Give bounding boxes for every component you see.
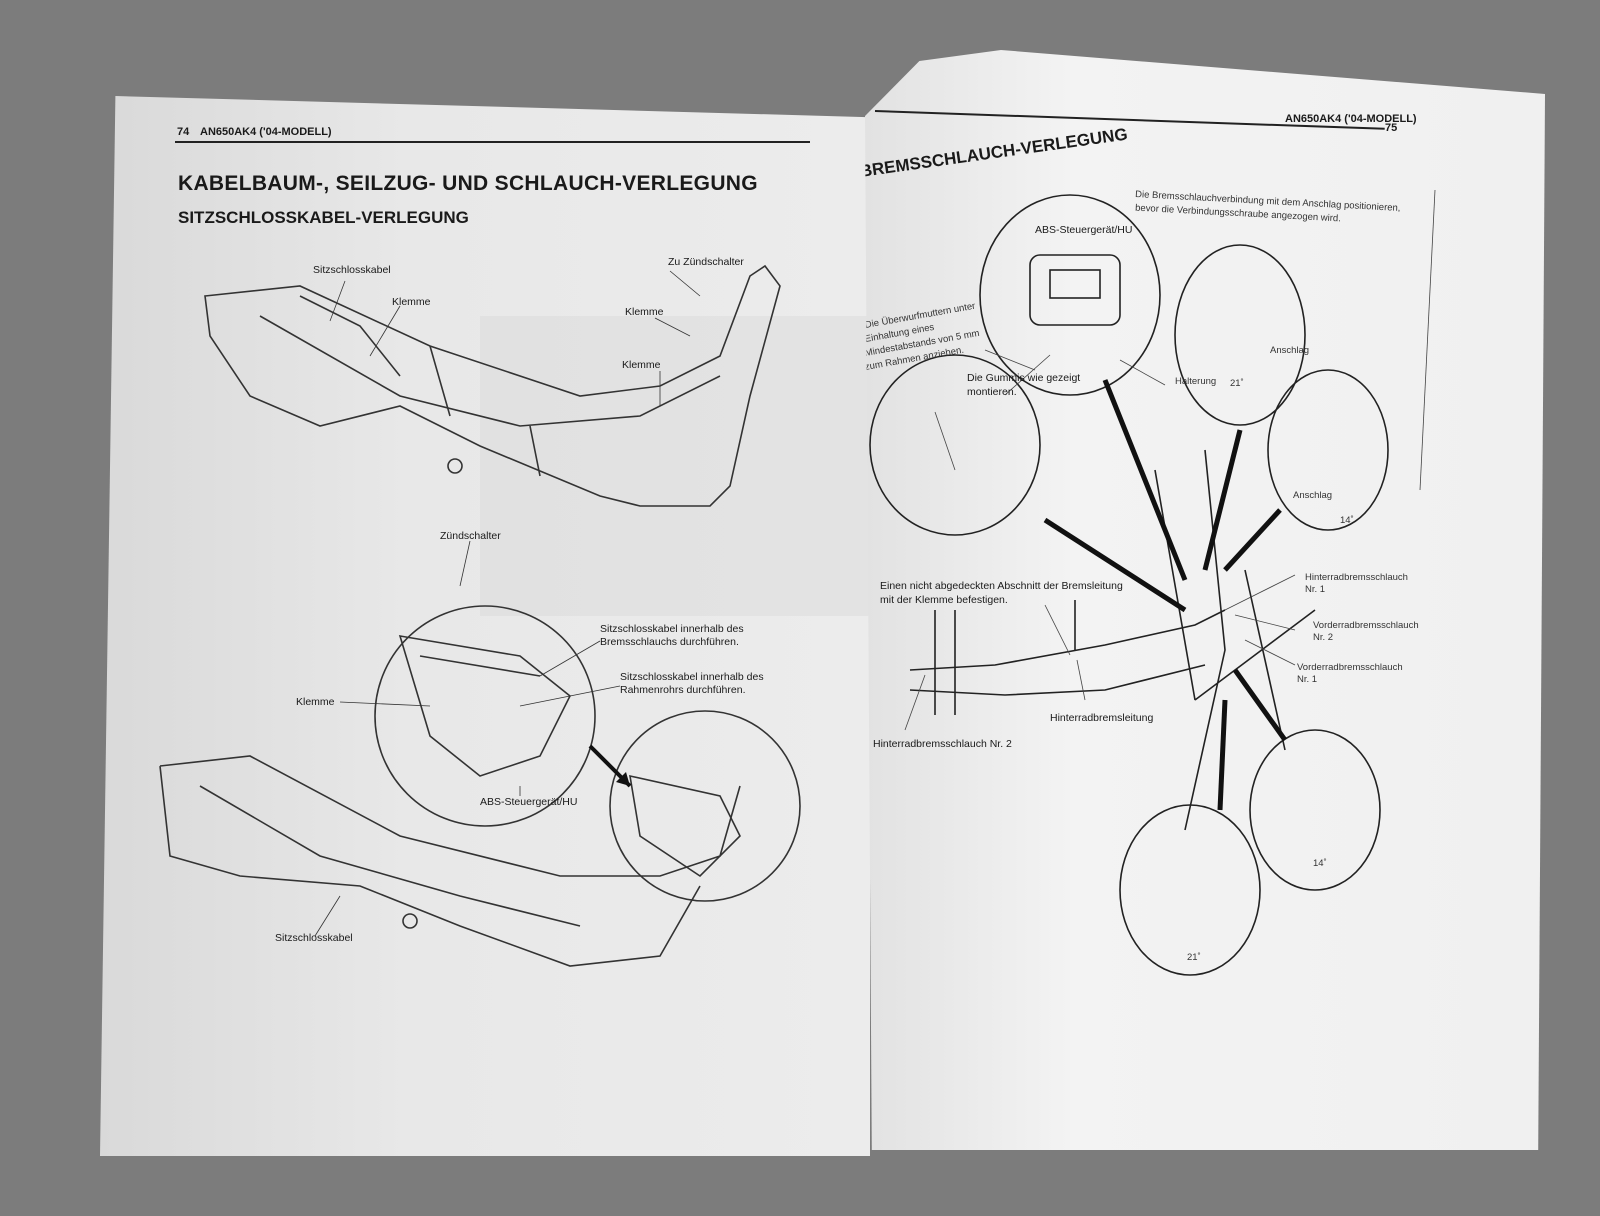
header-rule xyxy=(175,141,810,143)
label-klemme: Klemme xyxy=(296,696,335,708)
label-abschnitt-1: Einen nicht abgedeckten Abschnitt der Br… xyxy=(880,580,1123,592)
label-zu-zuendschalter: Zu Zündschalter xyxy=(668,256,744,268)
brake-hose-diagram xyxy=(869,189,1436,976)
label-vorderradbremsschlauch-nr2: Vorderradbremsschlauch xyxy=(1313,620,1419,631)
label-anschlag: Anschlag xyxy=(1293,490,1333,501)
label-angle-14: 14˚ xyxy=(1313,858,1327,869)
label-hinterradbremsleitung: Hinterradbremsleitung xyxy=(1050,712,1154,724)
label-sitzschlosskabel: Sitzschlosskabel xyxy=(313,264,391,276)
label-nr1: Nr. 1 xyxy=(1305,584,1326,595)
label-innerhalb-rahmen-2: Rahmenrohrs durchführen. xyxy=(620,684,746,696)
label-innerhalb-brems-2: Bremsschlauchs durchführen. xyxy=(600,636,739,648)
model-header-right: AN650AK4 ('04-MODELL) xyxy=(1285,113,1417,125)
label-abs: ABS-Steuergerät/HU xyxy=(1035,224,1133,236)
label-abs: ABS-Steuergerät/HU xyxy=(480,796,578,808)
label-anschlag: Anschlag xyxy=(1270,345,1310,356)
label-angle-21: 21˚ xyxy=(1230,378,1244,389)
right-page: AN650AK4 ('04-MODELL) 75 BREMSSCHLAUCH-V… xyxy=(865,50,1545,1150)
label-sitzschlosskabel: Sitzschlosskabel xyxy=(275,932,353,944)
label-hinterradbremsschlauch-nr2: Hinterradbremsschlauch Nr. 2 xyxy=(873,738,1012,750)
page-number-right: 75 xyxy=(1385,122,1398,134)
left-page: 74 AN650AK4 ('04-MODELL) KABELBAUM-, SEI… xyxy=(100,96,870,1156)
label-vorderradbremsschlauch-nr1: Vorderradbremsschlauch xyxy=(1297,662,1403,673)
label-angle-14: 14˚ xyxy=(1340,515,1354,526)
label-klemme: Klemme xyxy=(625,306,664,318)
label-hinterradbremsschlauch-nr1: Hinterradbremsschlauch xyxy=(1305,572,1408,583)
label-klemme: Klemme xyxy=(392,296,431,308)
label-angle-21: 21˚ xyxy=(1187,952,1201,963)
page-title-left: KABELBAUM-, SEILZUG- UND SCHLAUCH-VERLEG… xyxy=(178,172,758,195)
page-number-left: 74 xyxy=(177,126,190,138)
label-innerhalb-rahmen-1: Sitzschlosskabel innerhalb des xyxy=(620,671,764,683)
page-subtitle-left: SITZSCHLOSSKABEL-VERLEGUNG xyxy=(178,208,469,227)
frame-diagram-left xyxy=(159,264,801,967)
bleed-through-text xyxy=(480,316,870,616)
label-halterung: Halterung xyxy=(1175,376,1217,387)
label-nr2: Nr. 2 xyxy=(1313,632,1334,643)
model-header-left: AN650AK4 ('04-MODELL) xyxy=(200,126,332,138)
label-gummis-1: Die Gummis wie gezeigt xyxy=(967,372,1081,384)
label-klemme: Klemme xyxy=(622,359,661,371)
label-abschnitt-2: mit der Klemme befestigen. xyxy=(880,594,1008,606)
label-zuendschalter: Zündschalter xyxy=(440,530,501,542)
label-gummis-2: montieren. xyxy=(967,386,1017,398)
label-innerhalb-brems-1: Sitzschlosskabel innerhalb des xyxy=(600,623,744,635)
label-nr1: Nr. 1 xyxy=(1297,674,1318,685)
